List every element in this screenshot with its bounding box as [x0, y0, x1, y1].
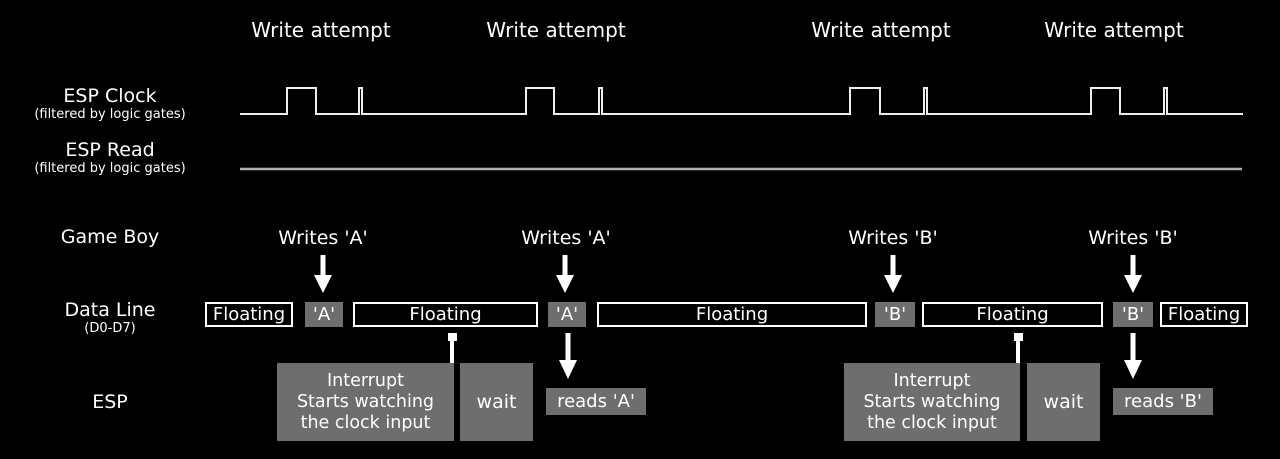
dataline-segment-floating: Floating — [1160, 302, 1248, 327]
row-label-esp-read: ESP Read (filtered by logic gates) — [0, 140, 220, 176]
down-arrow-write — [884, 255, 902, 293]
esp-reads-box: reads 'B' — [1113, 388, 1213, 415]
dataline-segment-value: 'B' — [875, 302, 915, 327]
interrupt-line: the clock input — [867, 412, 997, 433]
clock-waveform — [240, 87, 1243, 115]
write-attempt-label: Write attempt — [811, 18, 951, 42]
write-attempt-label: Write attempt — [251, 18, 391, 42]
dataline-segment-value: 'B' — [1113, 302, 1153, 327]
esp-interrupt-text: Interrupt Starts watching the clock inpu… — [297, 371, 434, 434]
gameboy-event-label: Writes 'B' — [1088, 227, 1178, 249]
down-arrow-write — [556, 255, 574, 293]
interrupt-line: Interrupt — [893, 370, 971, 391]
esp-clock-sublabel: (filtered by logic gates) — [34, 106, 186, 122]
write-attempt-label: Write attempt — [486, 18, 626, 42]
esp-reads-box: reads 'A' — [546, 388, 646, 415]
dataline-segment-floating: Floating — [922, 302, 1103, 327]
esp-interrupt-text: Interrupt Starts watching the clock inpu… — [863, 371, 1000, 434]
esp-read-sublabel: (filtered by logic gates) — [34, 160, 186, 176]
interrupt-line: Starts watching — [296, 391, 435, 412]
interrupt-line: Starts watching — [863, 391, 1001, 412]
down-arrow-read — [1124, 333, 1142, 379]
dataline-label: Data Line — [64, 299, 156, 321]
down-arrow-write — [314, 255, 332, 293]
dataline-segment-floating: Floating — [353, 302, 538, 327]
dataline-sublabel: (D0-D7) — [84, 320, 136, 336]
esp-clock-label: ESP Clock — [63, 85, 157, 107]
esp-wait-box: wait — [1027, 363, 1100, 441]
row-label-esp: ESP — [0, 392, 220, 413]
row-label-dataline: Data Line (D0-D7) — [0, 300, 220, 336]
write-attempt-label: Write attempt — [1044, 18, 1184, 42]
dataline-segment-value: 'A' — [548, 302, 586, 327]
esp-interrupt-box: Interrupt Starts watching the clock inpu… — [277, 363, 454, 441]
interrupt-line: Interrupt — [326, 370, 404, 391]
interrupt-line: the clock input — [300, 412, 431, 433]
row-label-gameboy: Game Boy — [0, 227, 220, 248]
wait-label: wait — [1043, 391, 1084, 413]
gameboy-label: Game Boy — [60, 226, 160, 248]
gameboy-event-label: Writes 'B' — [848, 227, 938, 249]
gameboy-event-label: Writes 'A' — [521, 227, 611, 249]
esp-label: ESP — [92, 391, 128, 413]
esp-wait-box: wait — [460, 363, 533, 441]
esp-read-label: ESP Read — [65, 139, 155, 161]
gameboy-event-label: Writes 'A' — [278, 227, 368, 249]
wait-label: wait — [476, 391, 517, 413]
row-label-esp-clock: ESP Clock (filtered by logic gates) — [0, 86, 220, 122]
down-arrow-read — [559, 333, 577, 379]
esp-interrupt-box: Interrupt Starts watching the clock inpu… — [844, 363, 1020, 441]
dataline-segment-floating: Floating — [597, 302, 867, 327]
dataline-segment-value: 'A' — [305, 302, 343, 327]
dataline-segment-floating: Floating — [205, 302, 293, 327]
down-arrow-write — [1124, 255, 1142, 293]
